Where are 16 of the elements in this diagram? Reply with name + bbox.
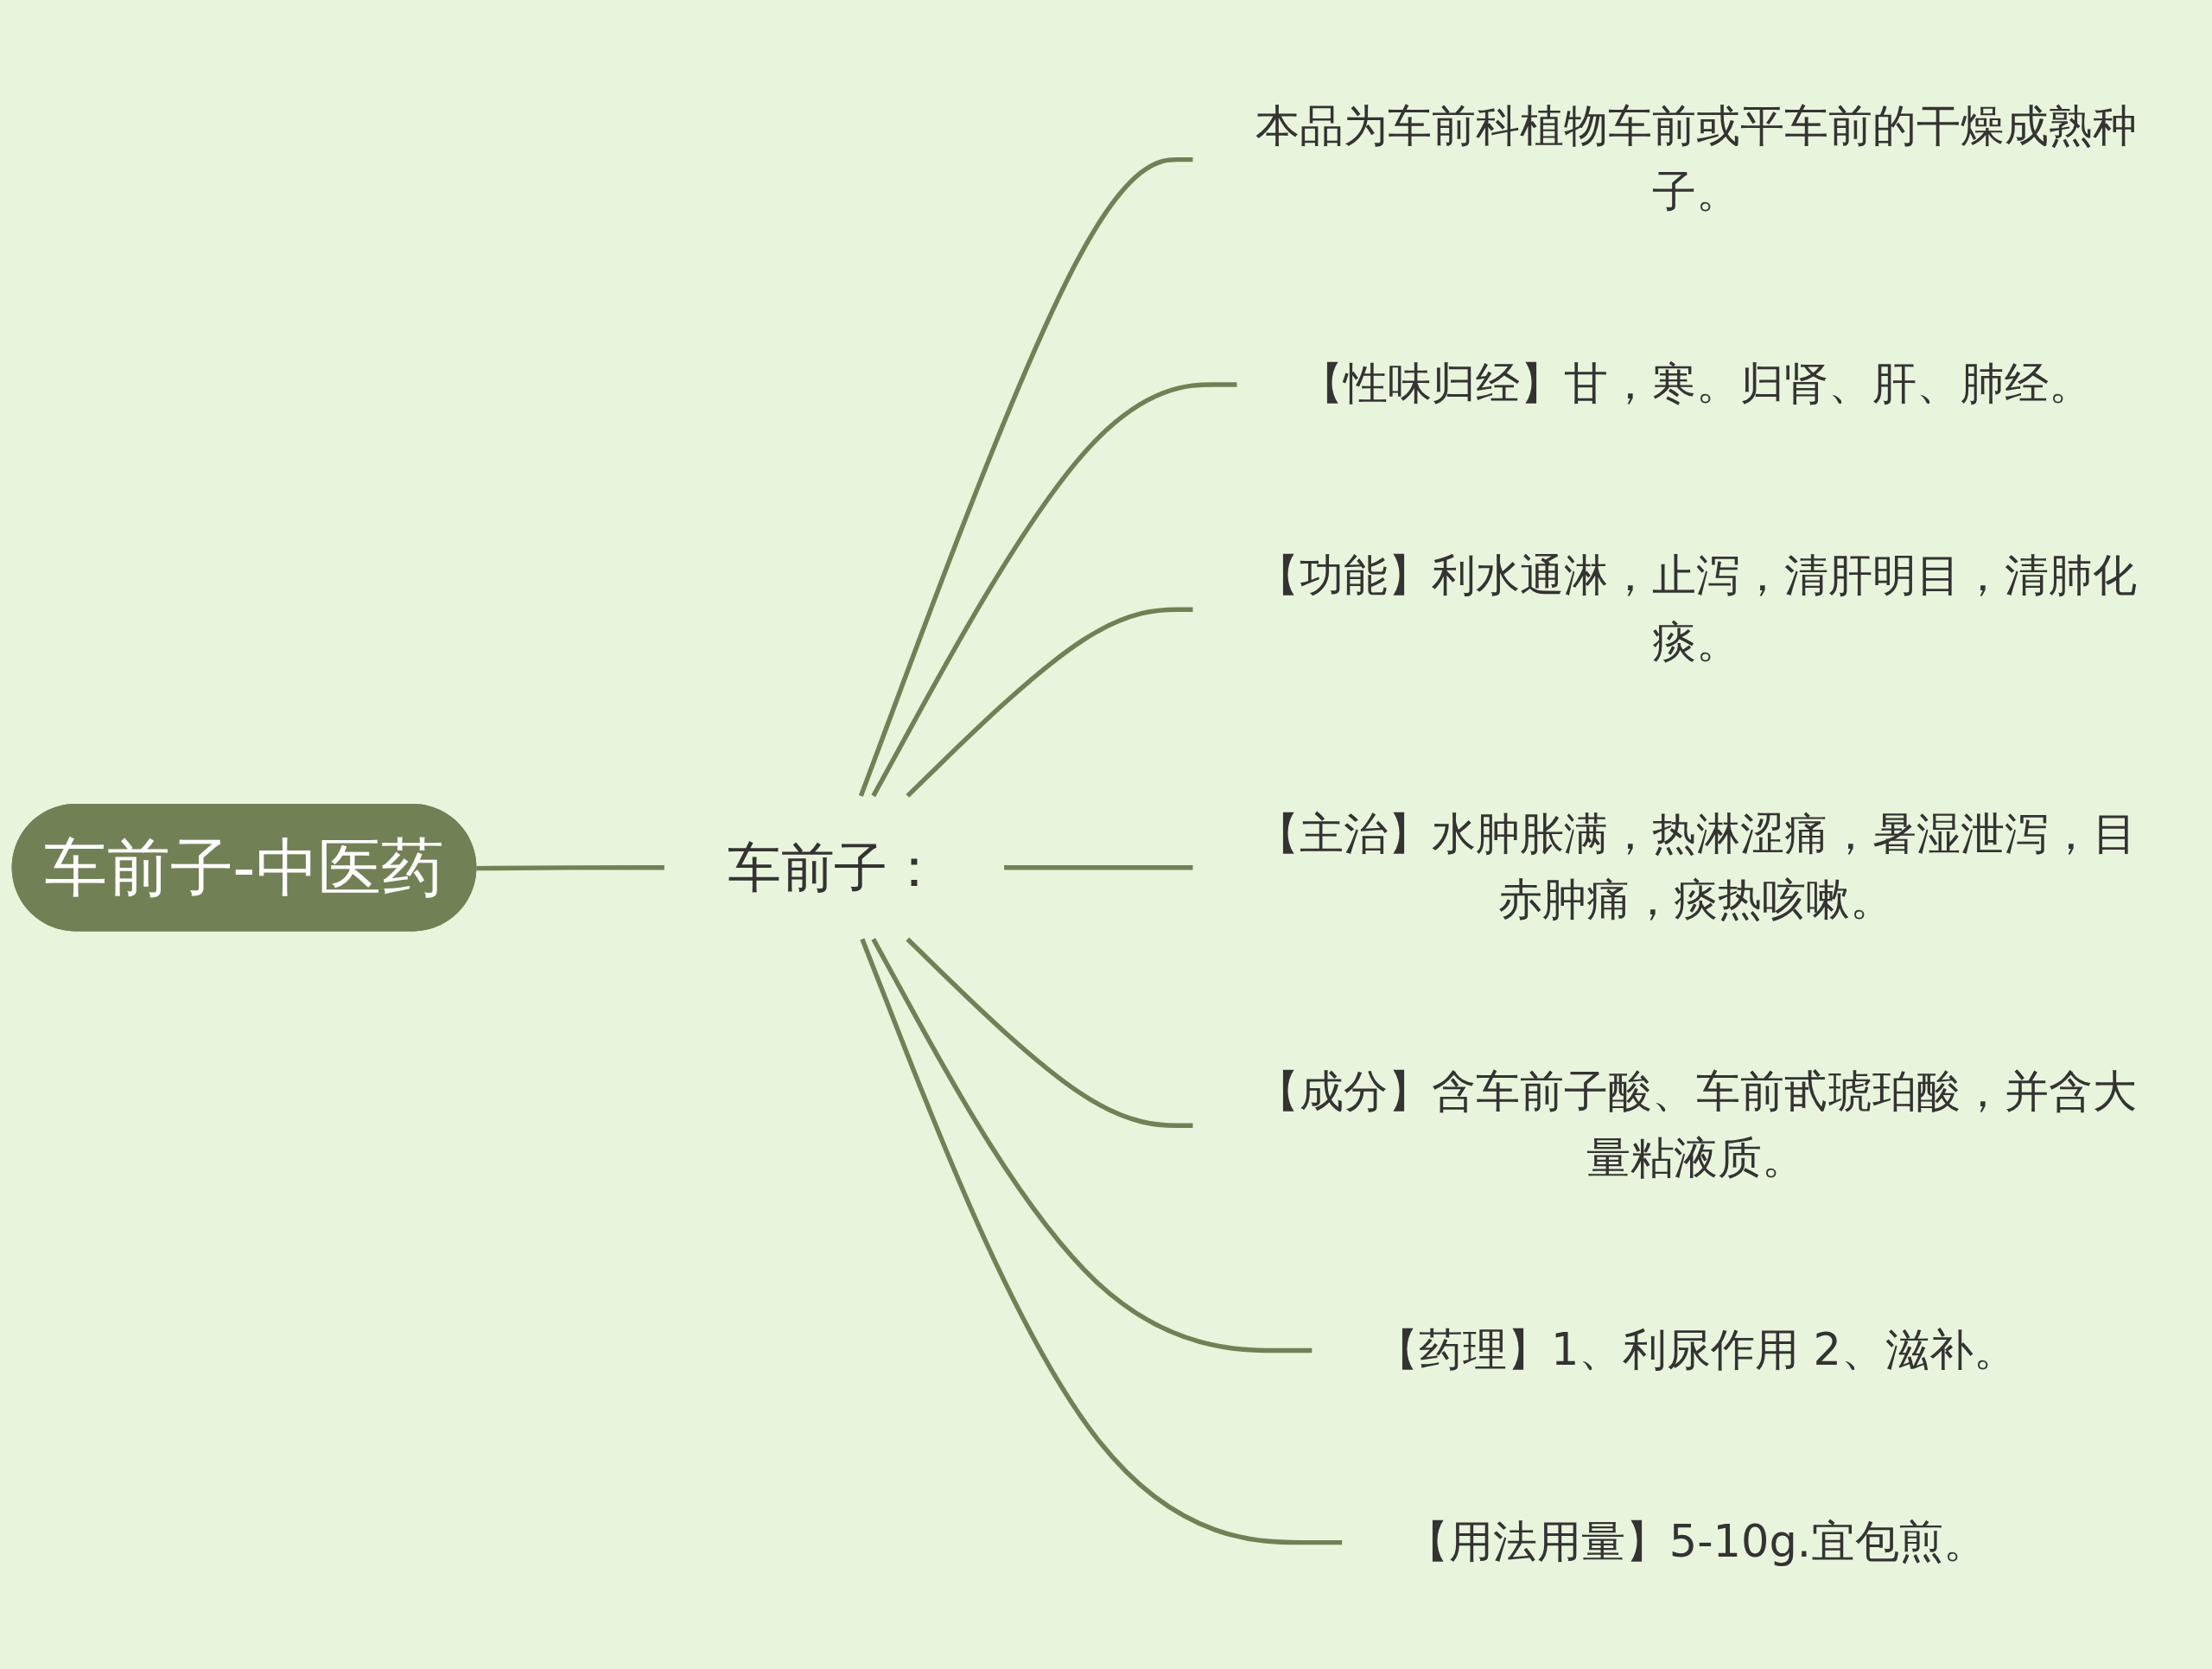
connector [871, 938, 1313, 1354]
node-text: 车前子： [727, 835, 942, 899]
node-text: 【主治】水肿胀满，热淋涩痛，暑湿泄泻，目赤肿痛，痰热咳嗽。 [1255, 807, 2137, 927]
node-text: 【用法用量】5-10g.宜包煎。 [1405, 1515, 1987, 1568]
connector [906, 937, 1193, 1128]
connector [860, 938, 1343, 1545]
node-text: 【性味归经】甘，寒。归肾、肝、肺经。 [1300, 357, 2093, 411]
node-text: 【成分】含车前子酸、车前甙琥珀酸，并含大量粘液质。 [1255, 1066, 2137, 1184]
connector [906, 607, 1193, 798]
node-text: 本品为车前科植物车前或平车前的干燥成熟种子。 [1255, 99, 2137, 218]
connector [1004, 865, 1193, 870]
node-text: 【功能】利水通淋，止泻，清肝明目，清肺化痰。 [1255, 550, 2137, 668]
node-text: 【药理】1、利尿作用 2、滋补。 [1375, 1323, 2018, 1376]
connector [858, 156, 1193, 797]
connector [476, 865, 664, 871]
connector [871, 382, 1237, 798]
